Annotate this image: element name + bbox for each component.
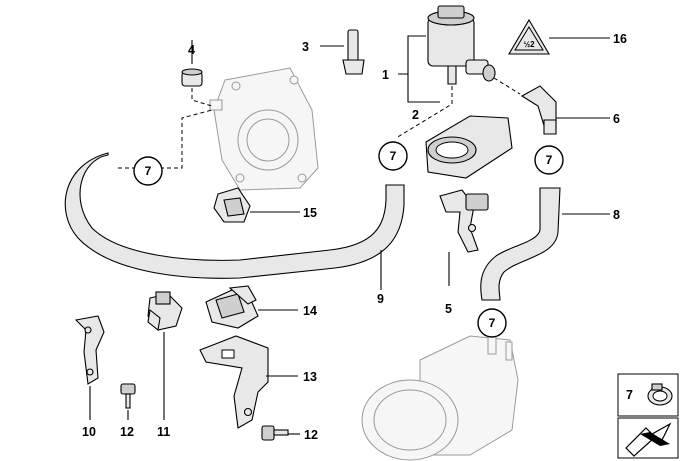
cap-part: [181, 68, 203, 87]
dash-1: [395, 86, 453, 139]
dash-9: [118, 109, 213, 169]
svg-text:7: 7: [390, 149, 397, 163]
clamp-callout-b: 7: [378, 141, 408, 171]
bracket-part-13: [199, 335, 269, 429]
legend-clamp: 7: [617, 373, 679, 417]
callout-12-left: 12: [120, 425, 134, 439]
callout-15: 15: [303, 206, 317, 220]
elbow-part: [520, 85, 557, 135]
callout-6: 6: [613, 112, 620, 126]
clamp-callout-a: 7: [133, 156, 163, 186]
callout-14: 14: [303, 304, 317, 318]
clamp-callout-d: 7: [477, 308, 507, 338]
clip-part-15: [213, 187, 251, 223]
svg-text:7: 7: [145, 164, 152, 178]
connector-part: [342, 29, 365, 75]
warning-label-part: ½2: [508, 18, 550, 55]
svg-text:7: 7: [489, 316, 496, 330]
legend-clamp-number: 7: [626, 388, 633, 402]
callout-4: 4: [188, 43, 195, 57]
callout-5: 5: [445, 302, 452, 316]
callout-2: 2: [412, 108, 419, 122]
svg-text:7: 7: [546, 153, 553, 167]
valve-part: [427, 5, 496, 85]
callout-3: 3: [302, 40, 309, 54]
dash-4: [191, 88, 213, 107]
callout-13: 13: [303, 370, 317, 384]
dash-1b: [493, 77, 521, 95]
clip-part-11: [147, 291, 183, 332]
bracket-part-5: [439, 189, 489, 253]
callout-1: 1: [382, 68, 389, 82]
callout-9: 9: [377, 292, 384, 306]
hazard-symbol: ½2: [523, 40, 535, 49]
bolt-part-left: [120, 383, 136, 409]
clip-part-14: [205, 285, 259, 329]
leader-1-2: [407, 74, 440, 103]
bolt-part-right: [261, 425, 289, 441]
callout-8: 8: [613, 208, 620, 222]
callout-12-right: 12: [304, 428, 318, 442]
ring-bracket-part: [425, 115, 513, 179]
legend-arrow: [617, 417, 679, 459]
callout-16: 16: [613, 32, 627, 46]
long-hose-part: [64, 152, 405, 279]
callout-10: 10: [82, 425, 96, 439]
callout-11: 11: [157, 425, 170, 439]
throttle-housing: [209, 67, 319, 191]
tank-housing: [361, 335, 519, 461]
bracket-part-10: [74, 315, 105, 385]
clamp-callout-c: 7: [534, 145, 564, 175]
short-hose-part: [480, 187, 561, 301]
leader-1: [398, 35, 426, 75]
